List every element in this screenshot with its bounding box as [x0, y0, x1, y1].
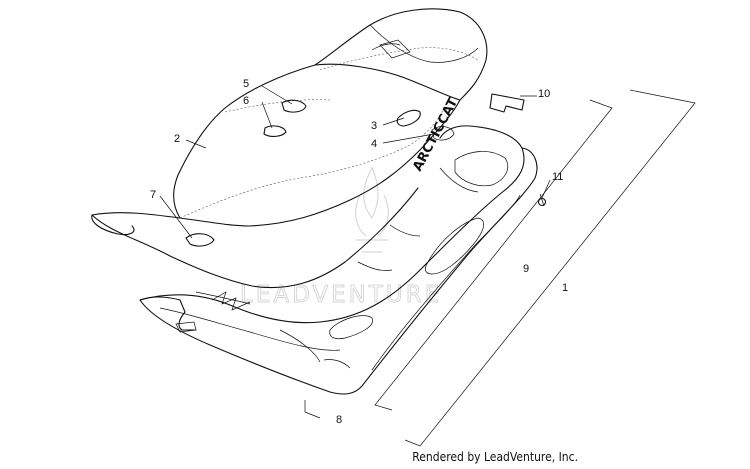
assembly-brackets: [374, 89, 696, 447]
strap-7: [185, 233, 215, 247]
watermark-text: LEADVENTURE: [240, 282, 442, 308]
bracket-1: [404, 89, 696, 447]
callout-3: 3: [371, 120, 377, 132]
callout-6: 6: [243, 95, 249, 107]
bracket-9: [374, 99, 613, 411]
patch-5: [281, 99, 307, 113]
seat-cover: [91, 8, 488, 289]
callout-5: 5: [243, 78, 249, 90]
callout-1: 1: [562, 282, 568, 294]
screw-11: [537, 193, 547, 207]
bracket-part-10: [489, 93, 525, 113]
callout-11: 11: [552, 171, 563, 183]
seat-parts: [175, 93, 547, 333]
rear-lettering: [211, 291, 251, 311]
leadventure-watermark: LEADVENTURE: [240, 166, 442, 308]
patch-6: [263, 125, 287, 137]
emblem-4: [431, 126, 455, 141]
callout-10: 10: [538, 88, 550, 100]
callout-4: 4: [371, 138, 377, 150]
callout-8: 8: [336, 414, 342, 426]
callout-labels: 5 6 2 3 4 7 8 9 1 10 11: [150, 78, 568, 426]
rendered-by-credit: Rendered by LeadVenture, Inc.: [412, 450, 578, 464]
flame-logo: [355, 166, 389, 253]
callout-7: 7: [150, 189, 156, 201]
seat-base: [139, 125, 538, 395]
callout-2: 2: [174, 133, 180, 145]
tab-8: [175, 321, 197, 333]
callout-9: 9: [523, 263, 529, 275]
strap-3: [396, 109, 421, 127]
leader-lines: [159, 85, 551, 419]
